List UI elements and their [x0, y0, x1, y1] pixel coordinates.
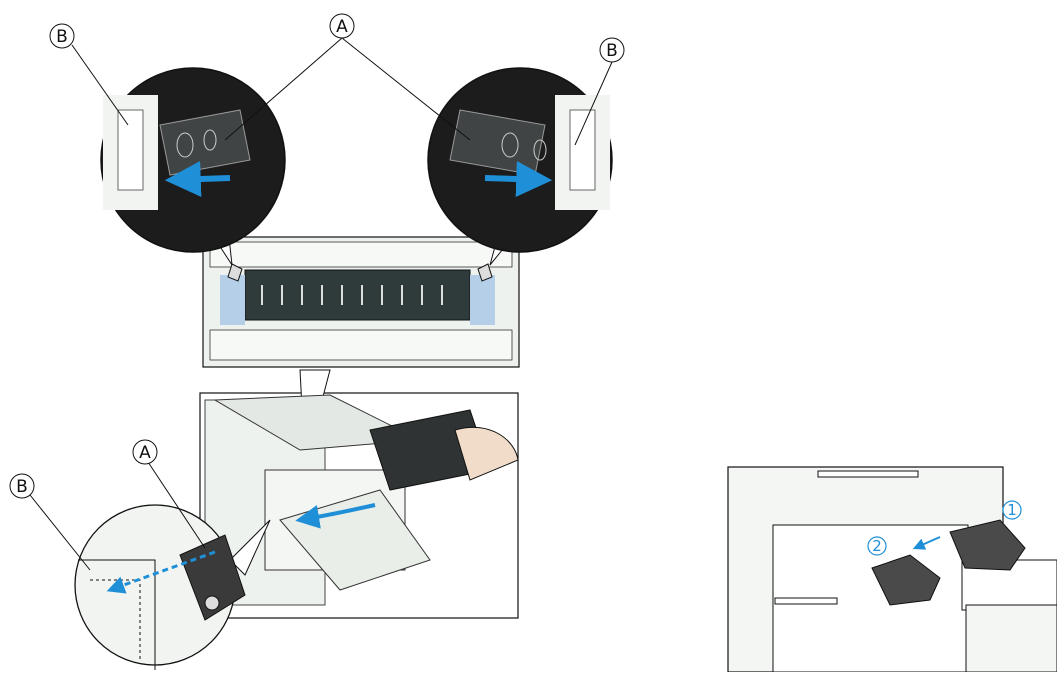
label-b-bottom: B: [9, 473, 35, 499]
label-a-bottom: A: [132, 439, 158, 465]
svg-text:2: 2: [872, 537, 882, 555]
label-b-top-right: B: [599, 37, 625, 63]
zoom-detail-left: [100, 67, 286, 266]
printer-side-view: [727, 466, 1057, 673]
svg-text:A: A: [139, 443, 151, 463]
zoom-detail-bottom: [74, 504, 271, 670]
svg-text:A: A: [336, 17, 348, 37]
label-a-top: A: [329, 13, 355, 39]
leader-lines-top: [71, 37, 613, 146]
step-1-marker: 1: [1002, 500, 1022, 520]
svg-text:B: B: [56, 27, 68, 47]
step-2-marker: 2: [867, 536, 887, 556]
leader-lines-bottom: [29, 461, 206, 571]
zoom-detail-right: [427, 67, 613, 266]
printer-cartridge-insertion: [199, 369, 519, 619]
svg-text:1: 1: [1007, 501, 1017, 519]
svg-text:B: B: [606, 41, 618, 61]
svg-text:B: B: [16, 477, 28, 497]
printer-interior-view: [202, 236, 520, 368]
label-b-top-left: B: [49, 23, 75, 49]
